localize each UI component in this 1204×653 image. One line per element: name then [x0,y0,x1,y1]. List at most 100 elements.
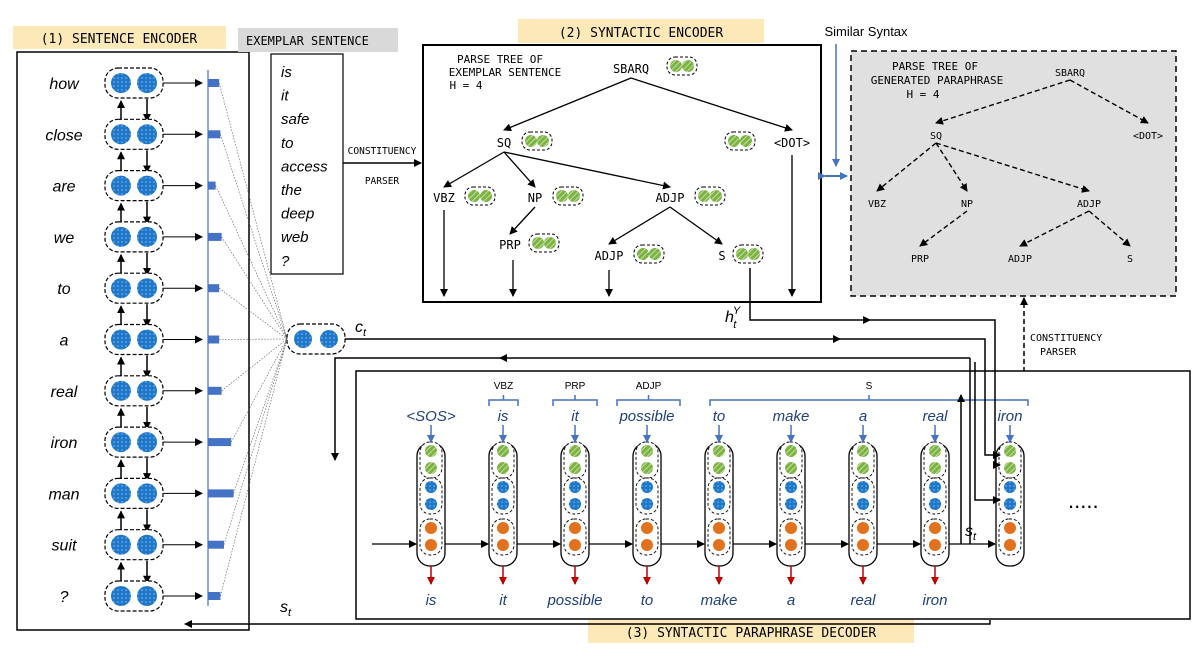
encoder-forward-cell [111,483,131,504]
gen-tree-edge [935,142,1090,193]
syntax-bracket [616,395,681,406]
sentence-encoder-title-bg [13,26,226,49]
context-into-last-cell [840,338,1001,459]
attention-weight-bar [208,181,216,190]
encoder-backward-cell [137,329,157,350]
node-embedding-cell [637,248,649,260]
decoder-input-word: real [922,408,948,425]
decoder-orange-cell [425,522,437,534]
encoder-backward-cell [137,124,157,145]
state-feedback-left [331,357,500,461]
encoder-forward-cell [111,432,131,453]
node-embedding-cell [670,60,682,72]
tree-edge [608,206,671,245]
decoder-output-word: to [641,592,654,609]
exemplar-word: deep [281,206,314,223]
decoder-green-cell [497,462,509,474]
bracket-label: PRP [565,381,586,392]
attention-weight-bar [208,284,220,293]
decoder-green-cell [929,462,941,474]
encoder-word: close [45,127,82,144]
decoder-green-cell [713,462,725,474]
attention-weight-bar [208,540,224,549]
encoder-word: are [52,179,75,196]
decoder-blue-cell [713,498,725,510]
tree-node-label: ADJP [656,191,685,205]
decoder-green-cell [1004,445,1016,457]
encoder-word: how [49,76,80,93]
attention-line [218,82,288,340]
encoder-word: we [54,230,75,247]
decoder-green-cell [1004,462,1016,474]
tree-edge [503,77,632,132]
node-embedding-cell [682,60,694,72]
decoder-title-bg [588,620,914,643]
sentence-encoder-box [16,51,250,631]
attention-line [219,287,288,340]
decoder-input-word: make [773,408,810,425]
exemplar-title: EXEMPLAR SENTENCE [246,34,369,48]
tree-edge [630,77,793,132]
bracket-label: S [866,381,873,392]
decoder-blue-cell [425,481,437,493]
bracket-label: ADJP [636,381,662,392]
exemplar-title-bg [238,28,398,52]
gen-caption-line-1: PARSE TREE OF [892,60,978,73]
similar-syntax-label: Similar Syntax [824,24,908,39]
decoder-input-word: possible [618,408,674,425]
attention-line [223,338,288,545]
decoder-blue-cell [929,498,941,510]
tree-caption-line-1: PARSE TREE OF [457,53,543,66]
exemplar-box [270,53,344,275]
decoder-output-word: real [850,592,876,609]
context-vector-label: ct [355,319,367,339]
encoder-word: real [51,384,78,401]
gen-tree-node-label: PRP [911,254,929,265]
attention-weight-bar [208,130,221,139]
encoder-forward-cell [111,278,131,299]
tree-node-label: ADJP [595,249,624,263]
generated-tree-panel [850,50,1177,297]
gen-tree-edge [1088,210,1131,247]
syntax-bracket [488,395,519,406]
node-embedding-cell [698,190,710,202]
node-embedding-cell [710,190,722,202]
bracket-label: VBZ [494,381,513,392]
node-embedding-cell [537,135,549,147]
tree-edge [503,151,671,190]
exemplar-word: access [281,158,328,175]
decoder-green-cell [569,445,581,457]
attention-line [221,236,288,340]
attention-line [215,185,288,340]
gen-tree-edge [876,142,937,192]
encoder-backward-cell [137,226,157,247]
decoder-blue-cell [785,498,797,510]
decoder-blue-cell [569,481,581,493]
decoder-orange-cell [713,539,725,551]
decoder-input-word: iron [997,408,1022,425]
encoder-word: ? [60,589,69,606]
decoder-orange-cell [785,539,797,551]
attention-line [233,338,288,494]
encoder-forward-cell [111,329,131,350]
attention-lines [215,82,288,597]
node-embedding-cell [532,237,544,249]
syntactic-encoder-title: (2) SYNTACTIC ENCODER [559,26,724,41]
encoder-word: to [57,281,70,298]
decoder-orange-cell [1004,522,1016,534]
decoder-output-word: iron [922,592,947,609]
syntactic-encoder-title-bg [518,19,764,43]
decoder-orange-cell [641,539,653,551]
decoder-output-word: it [499,592,507,609]
decoder-orange-cell [569,522,581,534]
decoder-blue-cell [857,498,869,510]
decoder-orange-cell [497,539,509,551]
tree-caption-line-3: H = 4 [449,79,482,92]
tree-node-label: NP [528,191,542,205]
gen-tree-node-label: ADJP [1008,254,1032,265]
decoder-title: (3) SYNTACTIC PARAPHRASE DECODER [626,626,877,641]
node-embedding-cell [728,135,740,147]
decoder-blue-cell [569,498,581,510]
